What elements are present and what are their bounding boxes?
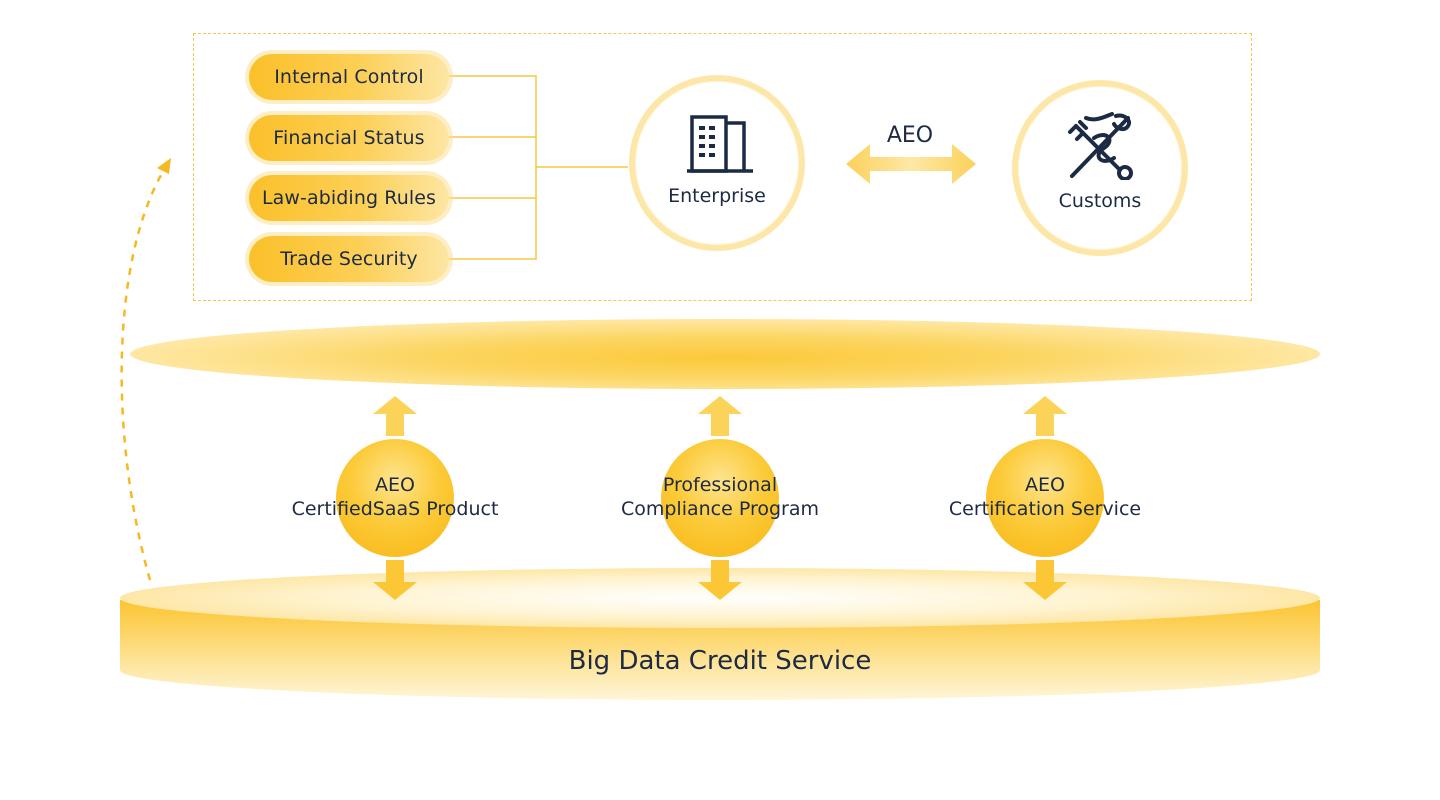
aeo-link-label: AEO <box>886 123 934 148</box>
service-compliance-line2: Compliance Program <box>620 498 820 520</box>
service-orb-compliance <box>661 439 779 557</box>
building-icon <box>687 115 753 173</box>
service-orb-saas <box>336 439 454 557</box>
feedback-dashed-arrow <box>120 167 167 581</box>
customs-node: Customs <box>1012 80 1188 256</box>
service-saas-line2: CertifiedSaaS Product <box>291 498 499 520</box>
service-certification-text: AEO Certification Service <box>915 473 1175 521</box>
up-arrow-icon <box>698 396 742 436</box>
enterprise-node: Enterprise <box>629 75 805 251</box>
service-certification-line1: AEO <box>1025 474 1065 496</box>
service-compliance-text: Professional Compliance Program <box>590 473 850 521</box>
foundation-label: Big Data Credit Service <box>568 646 872 676</box>
enterprise-label: Enterprise <box>668 185 766 207</box>
service-saas-text: AEO CertifiedSaaS Product <box>265 473 525 521</box>
service-compliance-line1: Professional <box>662 474 778 496</box>
customs-key-caduceus-icon <box>1068 112 1133 180</box>
service-certification-line2: Certification Service <box>948 498 1142 520</box>
up-arrow-icon <box>1023 396 1067 436</box>
up-arrow-icon <box>373 396 417 436</box>
criteria-financial-status: Financial Status <box>249 115 449 161</box>
criteria-trade-security: Trade Security <box>249 236 449 282</box>
service-saas-line1: AEO <box>375 474 415 496</box>
down-arrow-icon <box>373 560 417 600</box>
feedback-arrowhead <box>157 158 171 174</box>
criteria-law-abiding-rules: Law-abiding Rules <box>249 175 449 221</box>
aeo-relationship-frame <box>193 33 1252 301</box>
customs-label: Customs <box>1058 190 1142 212</box>
criteria-internal-control: Internal Control <box>249 54 449 100</box>
service-platform-disc <box>130 319 1320 389</box>
double-arrow-icon <box>846 144 976 184</box>
service-orb-certification <box>986 439 1104 557</box>
down-arrow-icon <box>1023 560 1067 600</box>
down-arrow-icon <box>698 560 742 600</box>
